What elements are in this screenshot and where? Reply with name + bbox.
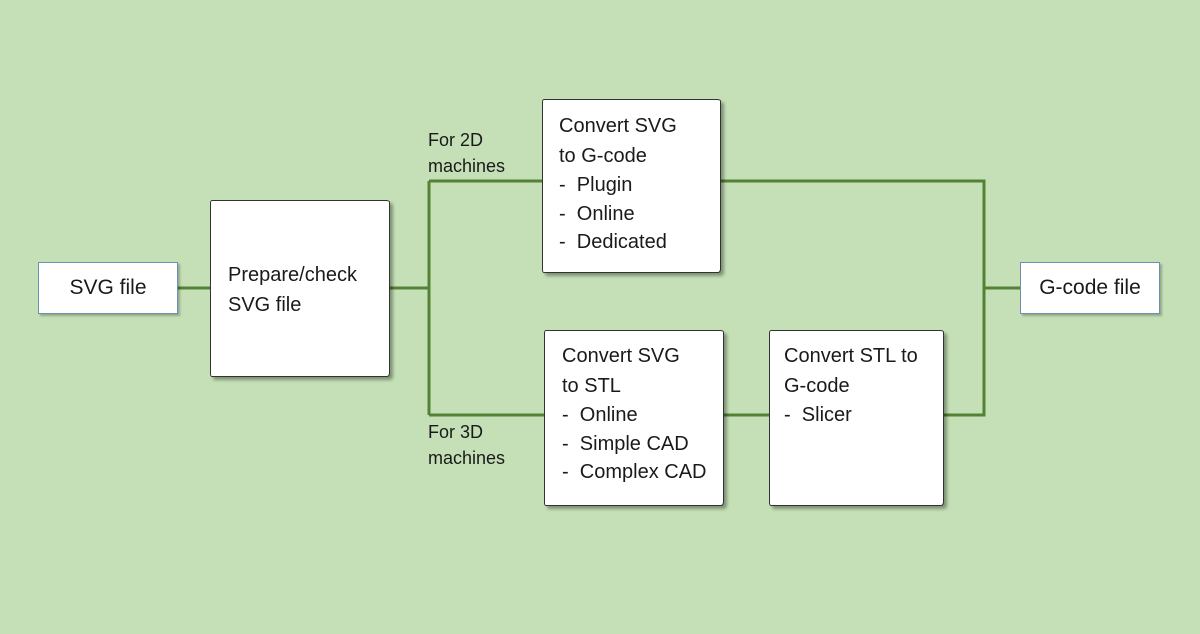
option-dedicated: Dedicated — [559, 228, 720, 257]
label-2d-line-1: For 2D — [428, 130, 484, 150]
label-3d-line-1: For 3D — [428, 422, 484, 442]
prepare-check-node: Prepare/check SVG file — [210, 200, 390, 377]
option-online: Online — [562, 401, 723, 430]
option-simple-cad: Simple CAD — [562, 430, 723, 459]
convert-stl-options: Online Simple CAD Complex CAD — [562, 401, 723, 487]
label-2d-machines: For 2D machines — [428, 127, 505, 179]
stl-gcode-title-1: Convert STL to — [784, 345, 918, 367]
prepare-check-line-2: SVG file — [228, 294, 302, 316]
gcode-file-label: G-code file — [1039, 276, 1141, 299]
label-3d-machines: For 3D machines — [428, 419, 505, 471]
option-plugin: Plugin — [559, 171, 720, 200]
stl-gcode-options: Slicer — [784, 401, 943, 430]
convert-stl-title-1: Convert SVG — [562, 345, 680, 367]
convert-stl-to-gcode-node: Convert STL to G-code Slicer — [769, 330, 944, 506]
option-online: Online — [559, 200, 720, 229]
convert-svg-to-stl-node: Convert SVG to STL Online Simple CAD Com… — [544, 330, 724, 506]
label-2d-line-2: machines — [428, 156, 506, 176]
option-slicer: Slicer — [784, 401, 943, 430]
connector-gcode-convert-to-merge — [721, 179, 986, 288]
convert-stl-title-2: to STL — [562, 375, 621, 397]
label-3d-line-2: machines — [428, 448, 506, 468]
svg-file-label: SVG file — [69, 276, 147, 299]
stl-gcode-title-2: G-code — [784, 375, 850, 397]
convert-gcode-options: Plugin Online Dedicated — [559, 171, 720, 257]
gcode-file-node: G-code file — [1020, 262, 1160, 314]
convert-gcode-title-2: to G-code — [559, 145, 647, 167]
prepare-check-line-1: Prepare/check — [228, 264, 357, 286]
svg-file-node: SVG file — [38, 262, 178, 314]
convert-gcode-title-1: Convert SVG — [559, 115, 677, 137]
connector-slicer-to-merge — [944, 288, 986, 417]
option-complex-cad: Complex CAD — [562, 458, 723, 487]
convert-svg-to-gcode-node: Convert SVG to G-code Plugin Online Dedi… — [542, 99, 721, 273]
